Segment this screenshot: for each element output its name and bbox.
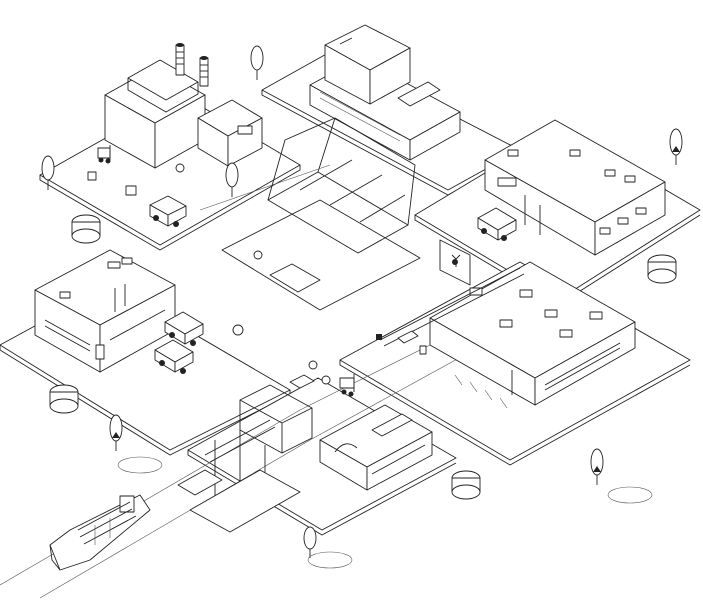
crate-icon [87, 171, 97, 181]
vent-icon [624, 175, 636, 183]
planter-icon [71, 214, 101, 244]
vent-icon [569, 149, 581, 157]
marker-icon [232, 324, 244, 336]
trees [41, 45, 683, 569]
vent-icon [589, 311, 603, 320]
van-icon [154, 339, 194, 374]
vent-icon [59, 291, 71, 299]
office-sign [397, 81, 441, 107]
vent-icon [519, 289, 533, 298]
glass-frame-structure [199, 117, 416, 293]
tree-icon [303, 526, 317, 558]
van-icon [477, 207, 517, 241]
tree-icon [250, 45, 264, 80]
tree-icon [41, 155, 55, 190]
planter-icon [647, 254, 677, 284]
crate-icon [289, 374, 315, 389]
cargo-ship-icon [49, 494, 151, 571]
building-left [34, 249, 176, 373]
crane-rail-icon [376, 267, 525, 355]
planter-icon [451, 470, 481, 500]
factory-top-left [87, 43, 263, 196]
truck-icon [149, 195, 187, 227]
vent-icon [469, 287, 483, 296]
warehouse-bottom [319, 404, 433, 491]
van-icon [164, 311, 204, 346]
tree-icon [590, 448, 604, 485]
vent-icon [237, 125, 253, 135]
crate-icon [125, 185, 137, 196]
vent-icon [499, 319, 513, 328]
forklift-icon [97, 145, 111, 164]
forklift-icon [339, 374, 355, 397]
vent-icon [559, 329, 573, 338]
chimney-icon [199, 56, 209, 87]
planter-icon [49, 384, 79, 414]
vent-icon [544, 309, 558, 318]
office-building-top [309, 24, 461, 161]
marker-icon [321, 375, 331, 385]
vent-icon [107, 261, 121, 269]
marker-icon [175, 163, 185, 173]
vent-icon [604, 169, 616, 177]
warehouse-right [484, 119, 666, 256]
marker-icon [253, 250, 263, 260]
tree-icon [669, 128, 683, 165]
billboard-icon [439, 239, 471, 286]
tree-icon [109, 414, 123, 451]
warehouse-sign [371, 413, 413, 437]
container-crane-icon [177, 384, 313, 533]
vent-icon [121, 257, 133, 265]
vent-icon [507, 149, 519, 157]
chimney-icon [175, 43, 185, 76]
planters [49, 214, 677, 500]
plate-center-plaza [221, 199, 421, 311]
tree-icon [225, 162, 239, 197]
marker-icon [308, 360, 318, 370]
factory-right [429, 261, 636, 409]
